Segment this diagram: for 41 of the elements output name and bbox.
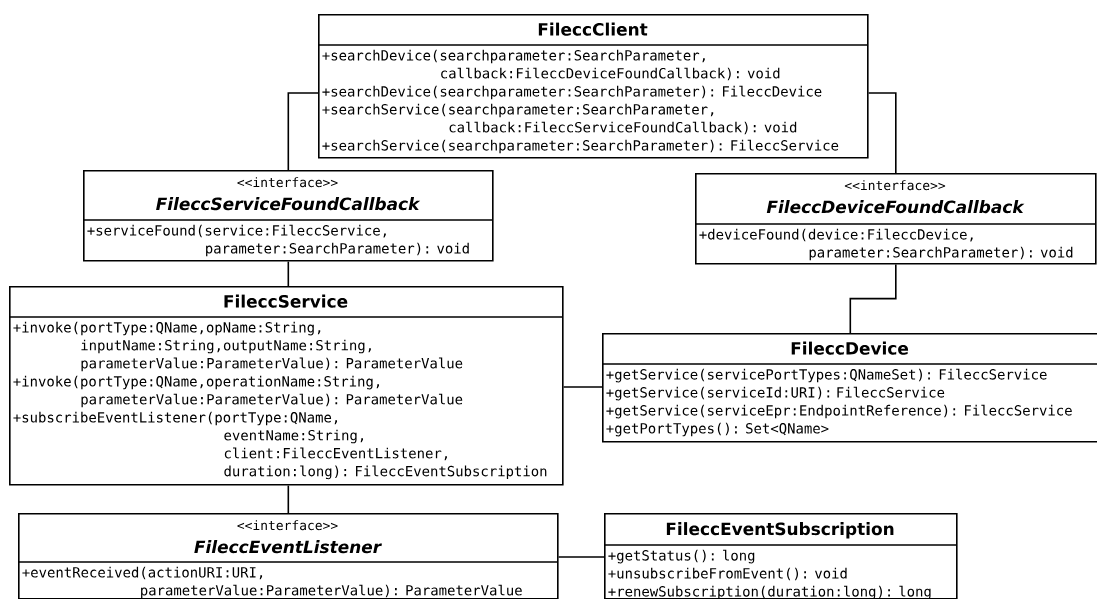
method-signature: +invoke(portType:QName,opName:String, inputName:String,outputName:String, parameterValue:ParameterValue): ParameterValue [13, 321, 463, 372]
class-box [601, 333, 1097, 443]
class-name: FileccServiceFoundCallback [156, 197, 421, 211]
method-signature: +searchService(searchparameter:SearchParameter): FileccService [322, 139, 839, 154]
class-box [82, 170, 494, 262]
method-signature: +searchDevice(searchparameter:SearchParameter): FileccDevice [322, 85, 822, 100]
stereotype-label: <<interface>> [237, 520, 338, 531]
class-name: FileccService [224, 294, 348, 308]
class-name: FileccEventSubscription [666, 522, 894, 539]
association-line [287, 260, 290, 287]
class-name: FileccClient [538, 22, 648, 36]
class-box [17, 513, 559, 599]
method-signature: +invoke(portType:QName,operationName:String, parameterValue:ParameterValue): ParameterValue [13, 375, 463, 408]
method-signature: +searchService(searchparameter:SearchParameter, callback:FileccServiceFoundCallback): void [322, 103, 797, 135]
association-line [867, 92, 897, 174]
method-signature: +getService(serviceEpr:EndpointReference): FileccService [606, 404, 1072, 419]
stereotype-label: <<interface>> [844, 180, 946, 191]
method-signature: +serviceFound(service:FileccService, parameter:SearchParameter): void [87, 224, 469, 257]
method-signature: +subscribeEventListener(portType:QName, eventName:String, client:FileccEventListener, duration:long): FileccEventSubscription [13, 411, 547, 480]
class-box [603, 513, 958, 599]
method-signature: +getStatus(): long [608, 549, 755, 564]
class-name: FileccEventListener [194, 540, 382, 554]
class-box [8, 286, 564, 486]
method-signature: +getService(servicePortTypes:QNameSet): FileccService [606, 368, 1047, 383]
association-line [287, 484, 290, 514]
method-signature: +deviceFound(device:FileccDevice, parameter:SearchParameter): void [699, 228, 1073, 261]
class-name: FileccDevice [791, 341, 909, 355]
method-signature: +unsubscribeFromEvent(): void [608, 567, 847, 581]
class-box [317, 14, 869, 159]
association-line [849, 263, 897, 334]
method-signature: +eventReceived(actionURI:URI, parameterValue:ParameterValue): ParameterValue [22, 566, 522, 599]
method-signature: +getService(serviceId:URI): FileccService [606, 386, 945, 401]
method-signature: +renewSubscription(duration:long): long [608, 585, 931, 599]
method-signature: +searchDevice(searchparameter:SearchParameter, callback:FileccDeviceFoundCallback): void [322, 49, 780, 81]
association-line [562, 386, 603, 388]
class-box [694, 173, 1097, 265]
association-line [287, 92, 319, 171]
class-name: FileccDeviceFoundCallback [766, 200, 1025, 214]
method-signature: +getPortTypes(): Set<QName> [606, 422, 829, 437]
stereotype-label: <<interface>> [237, 177, 338, 188]
association-line [557, 556, 605, 558]
